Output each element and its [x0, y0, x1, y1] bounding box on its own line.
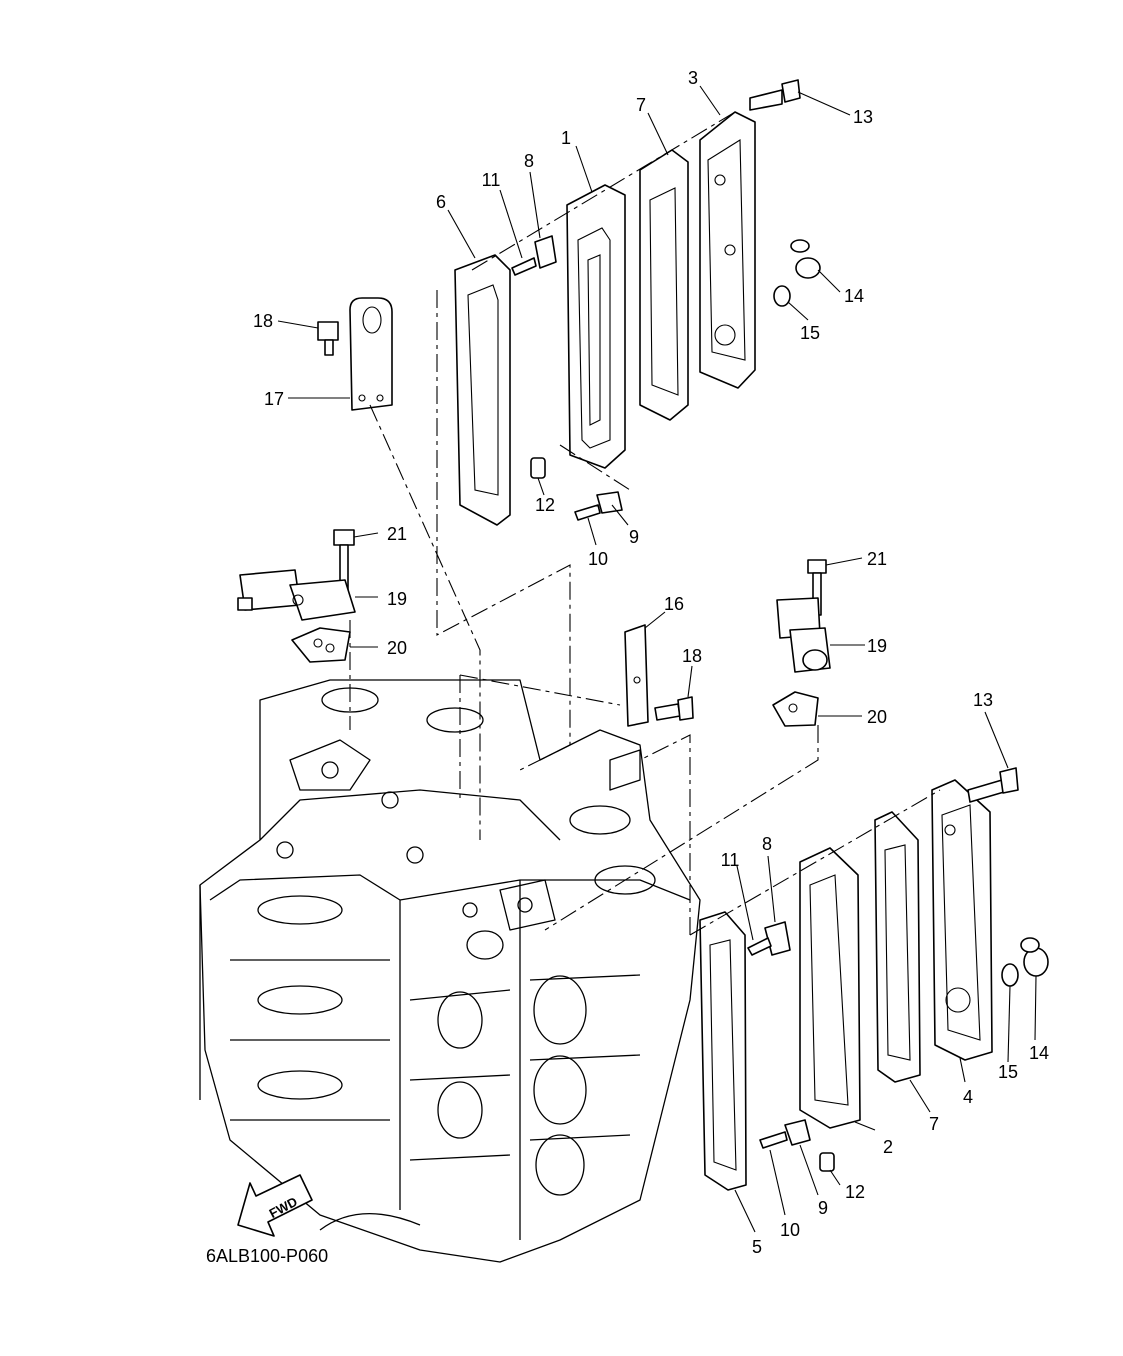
callout-8-lower: 8 [762, 834, 772, 854]
reed-valve-cover-2 [799, 847, 861, 1129]
gasket-20-right [772, 691, 819, 727]
callout-3: 3 [688, 68, 698, 88]
callout-14-upper: 14 [844, 286, 864, 306]
callout-9-lower: 9 [818, 1198, 828, 1218]
pin-12-lower [819, 1152, 835, 1172]
stopper-8-upper [534, 235, 557, 269]
callout-9-upper: 9 [629, 527, 639, 547]
callout-7-lower: 7 [929, 1114, 939, 1134]
callout-20-left: 20 [387, 638, 407, 658]
callout-8-upper: 8 [524, 151, 534, 171]
callout-15-upper: 15 [800, 323, 820, 343]
plug-14-upper [790, 239, 821, 279]
gasket-6 [454, 254, 511, 526]
callout-7-upper: 7 [636, 95, 646, 115]
plug-14-lower [1020, 937, 1049, 977]
bracket-17 [349, 297, 393, 411]
assembly-lines [349, 111, 941, 936]
bolt-13-lower [967, 767, 1019, 803]
washer-15-upper [773, 285, 791, 307]
cover-4 [931, 779, 993, 1061]
screw-10-upper [574, 504, 601, 521]
callout-17: 17 [264, 389, 284, 409]
washer-15-lower [1001, 963, 1019, 987]
bracket-16 [624, 624, 649, 727]
callout-21-left: 21 [387, 524, 407, 544]
callout-18-center: 18 [682, 646, 702, 666]
cylinder-block [199, 679, 701, 1263]
callout-10-lower: 10 [780, 1220, 800, 1240]
gasket-5 [699, 911, 747, 1191]
screw-10-lower [759, 1131, 788, 1149]
callout-6: 6 [436, 192, 446, 212]
gasket-20-left [291, 627, 351, 663]
callout-13-upper: 13 [853, 107, 873, 127]
callout-11-lower: 11 [721, 850, 740, 870]
fwd-arrow-icon: FWD [237, 1174, 313, 1237]
callout-13-lower: 13 [973, 690, 993, 710]
screw-11-upper [511, 257, 537, 276]
bolt-18-left [317, 321, 339, 356]
callout-12-lower: 12 [845, 1182, 865, 1202]
pin-12-upper [530, 457, 546, 479]
callout-19-right: 19 [867, 636, 887, 656]
callout-19-left: 19 [387, 589, 407, 609]
stopper-9-upper [596, 491, 623, 514]
callout-1: 1 [561, 128, 571, 148]
leader-lines [277, 85, 1037, 1233]
control-valve-19-left [237, 569, 356, 621]
callout-16: 16 [664, 594, 684, 614]
gasket-7-upper [639, 149, 689, 421]
callout-2: 2 [883, 1137, 893, 1157]
callout-labels: 1 2 3 4 5 6 7 7 8 8 9 9 10 10 11 11 12 1… [253, 68, 1049, 1257]
callout-10-upper: 10 [588, 549, 608, 569]
callout-4: 4 [963, 1087, 973, 1107]
callout-21-right: 21 [867, 549, 887, 569]
callout-14-lower: 14 [1029, 1043, 1049, 1063]
screw-11-lower [747, 937, 772, 956]
callout-18-left: 18 [253, 311, 273, 331]
control-valve-19-right [776, 597, 831, 673]
callout-20-right: 20 [867, 707, 887, 727]
bolt-13-upper [749, 79, 801, 111]
callout-15-lower: 15 [998, 1062, 1018, 1082]
bolt-18-center [654, 696, 694, 721]
callout-5: 5 [752, 1237, 762, 1257]
cover-3 [699, 111, 756, 389]
reed-valve-cover-1 [566, 184, 626, 469]
diagram-code: 6ALB100-P060 [206, 1246, 328, 1266]
callout-11-upper: 11 [482, 170, 501, 190]
gasket-7-lower [874, 811, 921, 1083]
stopper-9-lower [784, 1119, 811, 1146]
callout-12-upper: 12 [535, 495, 555, 515]
